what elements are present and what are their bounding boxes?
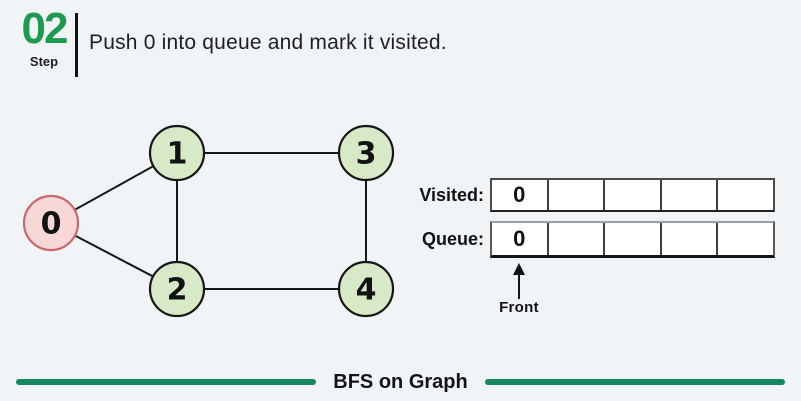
queue-cell (546, 223, 604, 255)
front-arrow-icon (513, 263, 525, 299)
visited-label: Visited: (419, 185, 484, 205)
graph-node-label-1: 1 (167, 137, 188, 172)
visited-cell (716, 180, 773, 210)
step-number: 02 (21, 4, 69, 53)
header-divider (75, 13, 78, 77)
queue-cell: 0 (492, 223, 547, 255)
queue-cell (659, 223, 717, 255)
graph-node-label-3: 3 (356, 137, 377, 172)
graph-node-1 (148, 124, 206, 182)
footer-line-left (16, 379, 317, 385)
graph-node-4 (337, 260, 395, 318)
graph-node-0 (22, 194, 80, 252)
visited-cell (603, 180, 660, 210)
step-label: Step (29, 54, 59, 69)
graph-svg: 0 1 2 3 4 (22, 124, 395, 318)
queue-label: Queue: (421, 229, 484, 249)
queue-cell (603, 223, 660, 255)
graph-node-label-0: 0 (41, 207, 62, 242)
queue-cell (716, 223, 773, 255)
visited-cell: 0 (492, 180, 547, 210)
graph-node-label-2: 2 (167, 273, 188, 308)
footer-caption: BFS on Graph (333, 370, 468, 393)
footer-line-right (484, 379, 785, 385)
graph-node-label-4: 4 (356, 273, 377, 308)
footer: BFS on Graph (0, 368, 801, 396)
front-label: Front (499, 299, 539, 316)
visited-cell (546, 180, 604, 210)
graph-node-3 (337, 124, 395, 182)
graph-node-2 (148, 260, 206, 318)
queue-row: 0 (490, 221, 775, 258)
page-title: Push 0 into queue and mark it visited. (89, 31, 447, 54)
visited-cell (659, 180, 717, 210)
visited-row: 0 (490, 178, 775, 212)
